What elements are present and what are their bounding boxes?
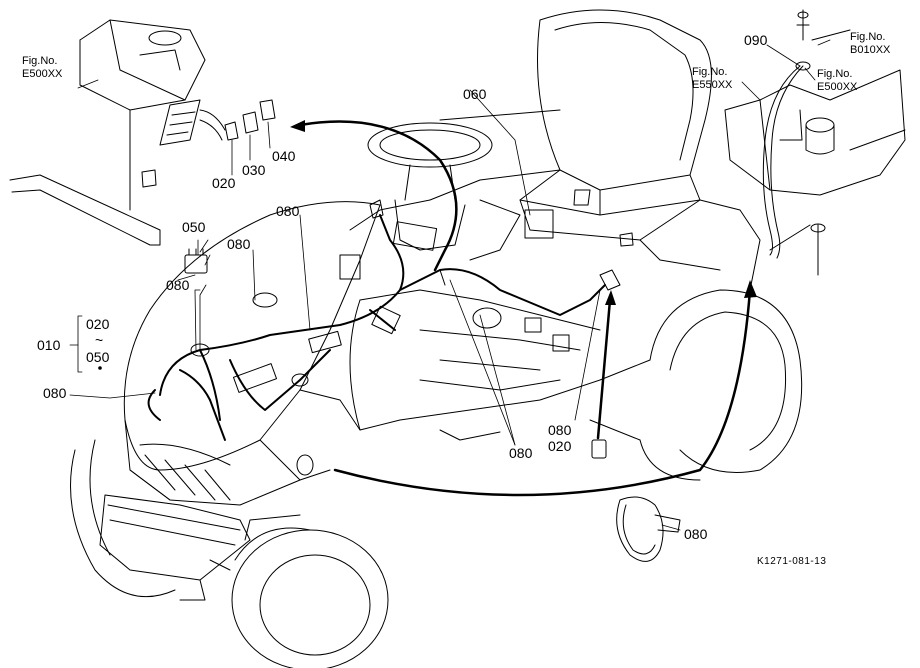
part-080-clamp: 080 (684, 526, 708, 542)
rear-wheel (589, 289, 803, 481)
inline-fuse-020 (591, 439, 607, 459)
fuse-block (159, 99, 276, 146)
part-050-range-end: 050 (86, 349, 110, 365)
part-080-right-stack: 080 (548, 422, 572, 438)
part-080-left-upper: 080 (166, 277, 190, 293)
part-060: 060 (463, 86, 487, 102)
battery-cable-090 (724, 9, 906, 276)
fig-ref-line1: Fig.No. (692, 66, 728, 78)
fig-ref-b010: Fig.No. B010XX (850, 31, 890, 57)
relay-050 (184, 248, 208, 274)
part-020-right-stack: 020 (548, 438, 572, 454)
part-020-fuse: 020 (212, 175, 236, 191)
fig-ref-line1: Fig.No. (817, 68, 853, 80)
dash-bracket (9, 19, 206, 246)
fig-ref-line2: B010XX (850, 44, 891, 56)
drawing-code: K1271-081-13 (757, 556, 827, 567)
part-010: 010 (37, 337, 61, 353)
part-090: 090 (744, 32, 768, 48)
fig-ref-e500-right: Fig.No. E500XX (817, 68, 857, 94)
part-030-fuse: 030 (242, 162, 266, 178)
fig-ref-e500-left: Fig.No. E500XX (22, 55, 62, 81)
part-080-mid: 080 (227, 236, 251, 252)
part-080-left-lower: 080 (43, 385, 67, 401)
fig-ref-e550: Fig.No. E550XX (692, 66, 732, 92)
fig-ref-line2: E500XX (22, 68, 63, 80)
flow-arrows (298, 120, 752, 497)
front-left-wheel (70, 439, 176, 598)
part-range-tilde: ~ (95, 332, 104, 348)
fig-ref-line1: Fig.No. (22, 55, 58, 67)
fig-ref-line2: E550XX (692, 79, 733, 91)
front-right-wheel (231, 514, 389, 668)
part-020-range-start: 020 (86, 316, 110, 332)
fig-ref-line1: Fig.No. (850, 31, 886, 43)
harness-connectors (190, 189, 634, 476)
rear-fender (349, 109, 761, 441)
bullet-dot (98, 366, 102, 370)
part-040-fuse: 040 (272, 148, 296, 164)
part-080-top: 080 (276, 203, 300, 219)
part-080-bottom-center: 080 (509, 445, 533, 461)
arrow-heads (290, 120, 757, 305)
leader-lines (69, 39, 831, 531)
part-050-relay: 050 (182, 219, 206, 235)
main-wire-harness (147, 214, 606, 441)
cable-clamp-080 (616, 496, 681, 562)
front-bumper (99, 494, 251, 601)
hood-outline (123, 201, 381, 506)
fig-ref-line2: E500XX (817, 81, 858, 93)
seat-outline (519, 9, 712, 241)
